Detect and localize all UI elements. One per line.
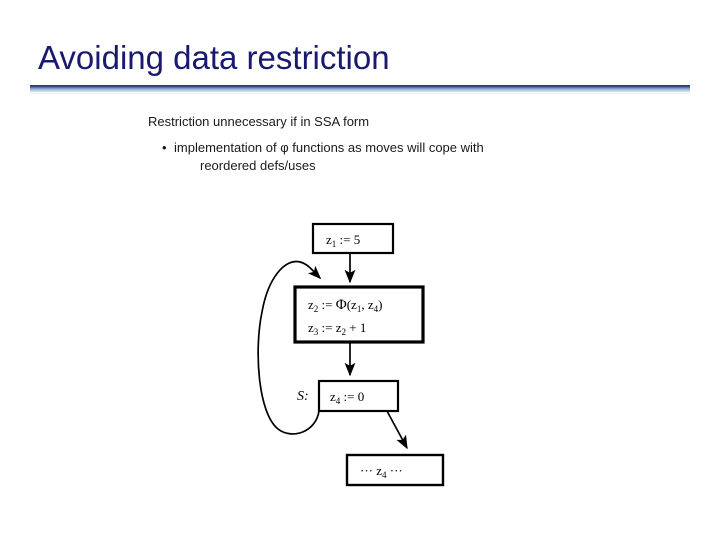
title-divider-shadow [30,92,690,94]
cfg-node-loopheader-line2: z3 := z2 + 1 [308,320,366,337]
bullet-line-2: reordered defs/uses [200,158,316,173]
cfg-node-loopheader-box [293,285,425,344]
cfg-node-useblock: ··· z4 ··· [345,453,445,487]
cfg-node-loopheader-line1: z2 := Φ(z1, z4) [308,297,382,314]
page-title: Avoiding data restriction [38,39,390,76]
body-text-block: Restriction unnecessary if in SSA form •… [148,113,588,175]
control-flow-graph-diagram: z1 := 5 z2 := Φ(z1, z4) z3 := z2 + 1 S: … [240,200,490,510]
bullet-item-text: implementation of φ functions as moves w… [174,139,484,175]
edge-stmts-to-useblock [386,410,408,450]
cfg-node-stmts-text: z4 := 0 [330,389,364,406]
cfg-node-stmts: S: z4 := 0 [297,379,400,413]
cfg-node-entry: z1 := 5 [311,222,395,255]
cfg-node-stmts-label: S: [297,389,309,404]
cfg-svg: z1 := 5 z2 := Φ(z1, z4) z3 := z2 + 1 S: … [257,222,445,487]
bullet-list-item: • implementation of φ functions as moves… [162,139,588,175]
cfg-node-entry-text: z1 := 5 [326,232,360,249]
cfg-node-useblock-box [345,453,445,487]
cfg-node-stmts-box [317,379,400,413]
cfg-node-entry-box [311,222,395,255]
edge-back-edge-loop [257,260,322,435]
cfg-node-useblock-text: ··· z4 ··· [360,463,403,480]
cfg-node-loopheader: z2 := Φ(z1, z4) z3 := z2 + 1 [293,285,425,344]
bullet-line-1: implementation of φ functions as moves w… [174,140,484,155]
bullet-marker-icon: • [162,140,167,155]
body-lead-line: Restriction unnecessary if in SSA form [148,114,370,129]
title-divider-rule [30,85,690,92]
